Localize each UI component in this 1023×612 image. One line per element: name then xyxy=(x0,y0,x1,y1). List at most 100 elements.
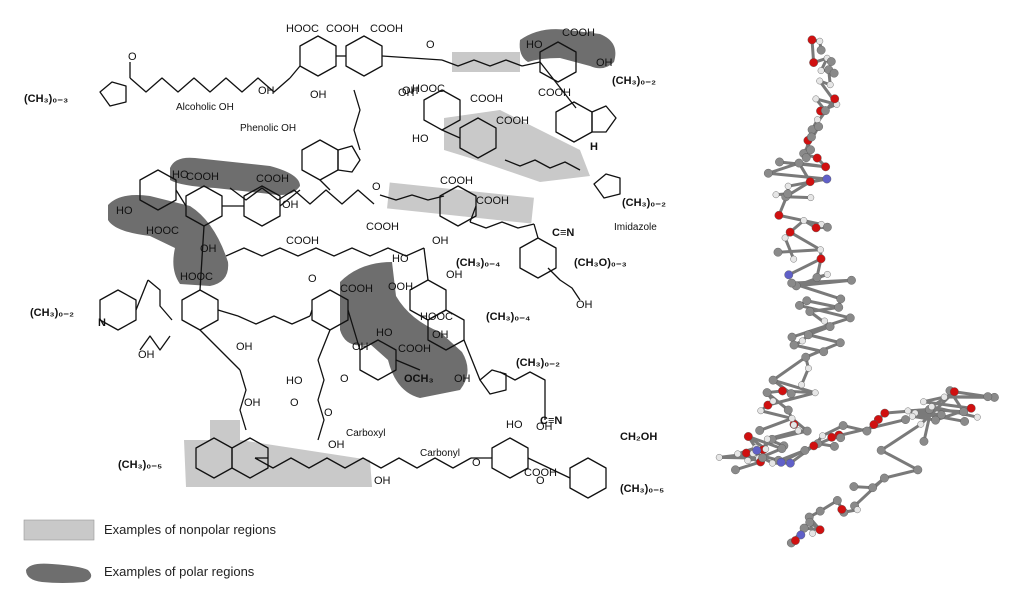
model-atom xyxy=(783,189,793,199)
model-atom xyxy=(862,426,872,436)
group-oh: OH xyxy=(536,421,553,433)
model-atom xyxy=(788,415,796,422)
furan2-ch3-label: (CH₃)₀₋₂ xyxy=(516,357,560,369)
aromatic-ring xyxy=(231,437,269,479)
model-atom xyxy=(752,446,762,455)
model-atom xyxy=(817,67,825,75)
model-bond xyxy=(766,171,829,181)
model-atom xyxy=(820,106,830,116)
nonpolar-region xyxy=(184,420,372,487)
group-cooh: COOH xyxy=(286,235,319,247)
group-oh: OH xyxy=(310,89,327,101)
model-bond xyxy=(759,409,794,420)
aromatic-ring xyxy=(299,35,337,77)
model-bond xyxy=(797,303,852,320)
model-atom xyxy=(755,426,765,435)
legend-nonpolar-label: Examples of nonpolar regions xyxy=(104,522,276,537)
indole-ring xyxy=(591,105,617,133)
model-atom xyxy=(928,403,936,411)
model-bond xyxy=(808,305,841,314)
polar-swatch xyxy=(26,563,92,583)
model-atom xyxy=(777,444,787,453)
group-cooh: COOH xyxy=(370,23,403,35)
model-atom xyxy=(800,217,808,224)
group-cooh: COOH xyxy=(440,175,473,187)
aromatic-ring xyxy=(301,139,339,181)
group-oh: OH xyxy=(138,349,155,361)
indole-ch3-label: (CH₃)₀₋₂ xyxy=(612,75,656,87)
model-atom xyxy=(806,145,815,155)
model-atom xyxy=(789,340,799,350)
model-atom xyxy=(816,254,826,264)
model-atom xyxy=(809,58,819,67)
model-atom xyxy=(817,246,824,254)
group-oh: OH xyxy=(200,243,217,255)
nitrile2-label: C≡N xyxy=(540,415,562,427)
model-atom xyxy=(794,427,802,435)
aromatic-ring xyxy=(491,437,529,479)
model-bond xyxy=(777,213,823,226)
group-oh: OH xyxy=(576,299,593,311)
model-atom xyxy=(849,482,859,491)
model-atom xyxy=(838,421,848,430)
model-atom xyxy=(731,465,740,475)
imidazole-label: Imidazole xyxy=(614,222,657,233)
model-atom xyxy=(936,410,946,420)
model-bond xyxy=(805,299,841,309)
group-hooc: HOOC xyxy=(146,225,179,237)
group-cooh: COOH xyxy=(496,115,529,127)
model-atom xyxy=(785,227,795,237)
group-oh: OH xyxy=(446,269,463,281)
model-atom xyxy=(845,313,855,323)
model-bond xyxy=(771,378,817,395)
model-atom xyxy=(826,57,836,66)
aliphatic-chain xyxy=(317,359,325,441)
model-bond xyxy=(882,468,920,480)
model-atom xyxy=(901,415,910,424)
model-atom xyxy=(768,375,778,385)
model-bond xyxy=(797,161,828,169)
model-atom xyxy=(822,174,832,184)
model-atom xyxy=(908,412,916,420)
model-atom xyxy=(762,445,770,453)
nonpolar-regions xyxy=(184,52,590,487)
model-atom xyxy=(785,458,795,468)
group-cooh: COOH xyxy=(398,343,431,355)
molecular-3d-model xyxy=(715,35,999,548)
model-atom xyxy=(791,536,800,545)
group-oh: OH xyxy=(352,341,369,353)
model-atom xyxy=(917,420,925,428)
model-bond xyxy=(922,395,946,404)
group-oh: OH xyxy=(398,87,415,99)
model-atom xyxy=(904,407,912,415)
aliphatic-chain xyxy=(379,194,445,201)
model-atom xyxy=(809,529,816,537)
model-atom xyxy=(822,222,832,232)
model-atom xyxy=(836,294,846,304)
group-oh: OH xyxy=(328,439,345,451)
model-atoms xyxy=(715,35,999,548)
model-atom xyxy=(940,393,948,401)
model-bond xyxy=(770,429,809,441)
furan-ch3-label: (CH₃)₀₋₃ xyxy=(24,93,68,105)
anthracene-ch3-label: (CH₃)₀₋₅ xyxy=(118,459,162,471)
aryl-ch3o-label: (CH₃O)₀₋₃ xyxy=(574,257,627,269)
model-atom xyxy=(816,37,824,45)
aliphatic-chain xyxy=(441,59,523,67)
model-atom xyxy=(931,415,940,425)
group-o: O xyxy=(426,39,435,51)
aromatic-ring xyxy=(345,35,383,77)
model-atom xyxy=(807,132,816,142)
aromatic-ring xyxy=(99,289,137,331)
model-atom xyxy=(763,435,771,443)
model-atom xyxy=(835,338,845,348)
model-atom xyxy=(794,158,804,168)
model-bond xyxy=(814,97,839,106)
model-atom xyxy=(920,398,927,406)
model-atom xyxy=(769,459,776,467)
model-bond xyxy=(771,355,808,382)
model-atom xyxy=(798,381,805,389)
model-atom xyxy=(825,322,835,332)
aromatic-ring xyxy=(311,289,349,331)
